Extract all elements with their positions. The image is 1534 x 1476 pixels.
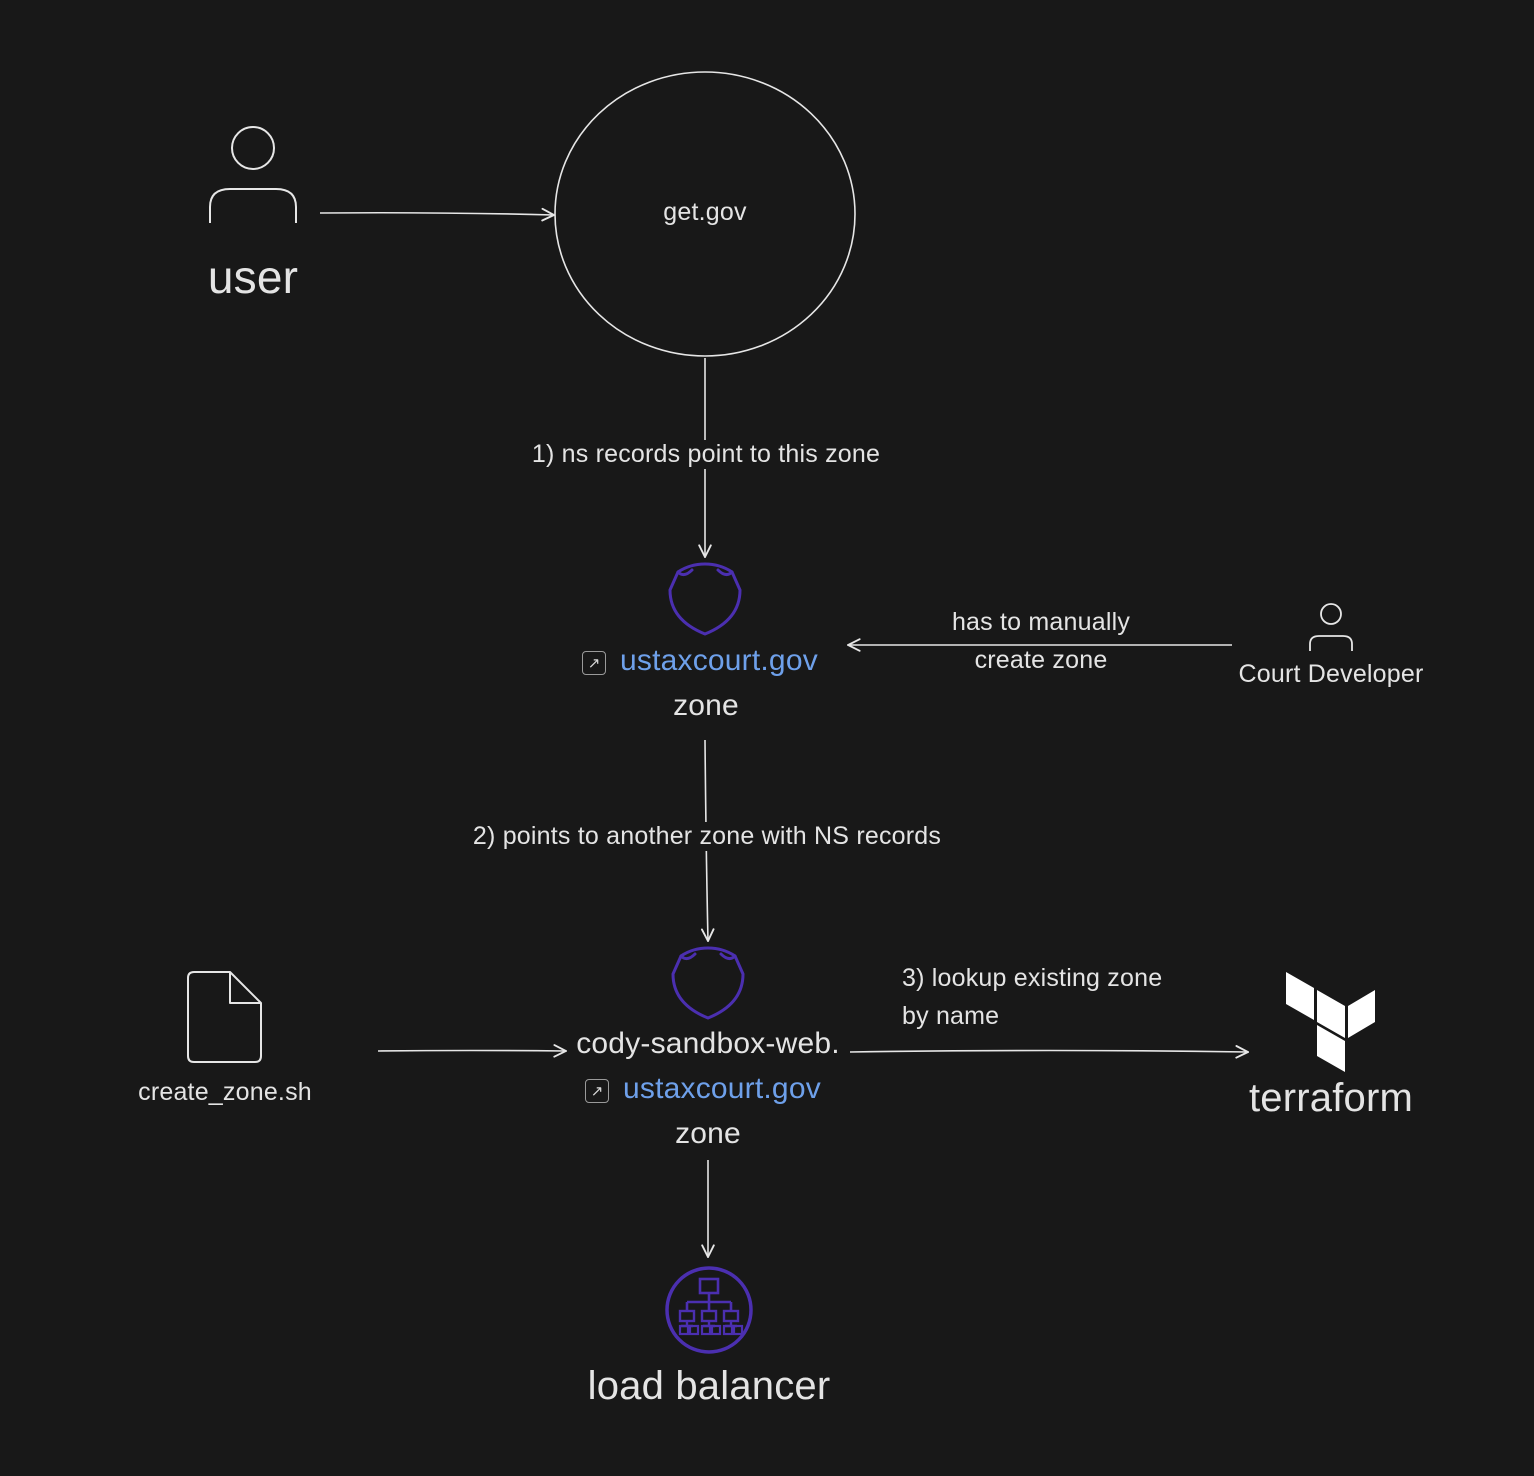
load-balancer-label: load balancer (587, 1364, 831, 1408)
elastic-load-balancer-icon (665, 1266, 753, 1354)
court-developer-label: Court Developer (1238, 660, 1424, 688)
user-label: user (207, 251, 299, 303)
external-link-icon[interactable]: ↗ (582, 651, 606, 675)
getgov-label: get.gov (663, 198, 747, 226)
zone1-domain-link[interactable]: ustaxcourt.gov (620, 644, 818, 677)
edge-label-manual-line1: has to manually (945, 608, 1137, 637)
terraform-label: terraform (1248, 1076, 1414, 1120)
edge-zone2-to-terraform (849, 1051, 1248, 1053)
edge-label-manual-line2: create zone (968, 646, 1114, 675)
edge-label-ns-records: 1) ns records point to this zone (525, 440, 887, 469)
zone1-suffix-label: zone (673, 689, 739, 722)
create-zone-script-label: create_zone.sh (138, 1078, 312, 1106)
person-icon (1309, 603, 1353, 651)
getgov-circle (554, 71, 856, 357)
file-icon (187, 971, 262, 1063)
external-link-icon[interactable]: ↗ (585, 1079, 609, 1103)
edge-label-lookup-line1: 3) lookup existing zone (902, 964, 1163, 992)
route53-hosted-zone-icon (671, 946, 745, 1020)
edge-label-lookup-line2: by name (902, 1002, 1000, 1030)
zone2-prefix-label: cody-sandbox-web. (576, 1027, 840, 1061)
route53-hosted-zone-icon (668, 562, 742, 636)
terraform-logo-icon (1286, 972, 1375, 1072)
person-icon (209, 126, 297, 223)
zone2-suffix-label: zone (675, 1117, 741, 1150)
edge-label-points-another: 2) points to another zone with NS record… (466, 822, 948, 851)
zone2-domain-link[interactable]: ustaxcourt.gov (623, 1072, 821, 1105)
edge-script-to-zone2 (377, 1051, 566, 1052)
edge-user-to-getgov (319, 213, 554, 215)
